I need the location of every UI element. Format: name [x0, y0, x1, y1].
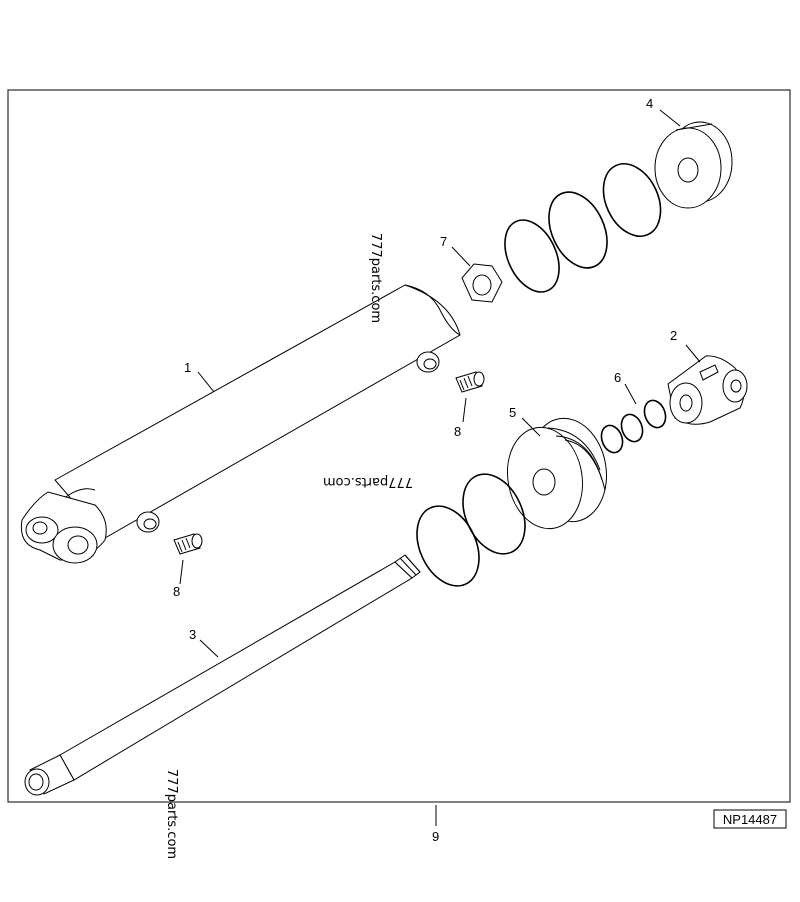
seal [643, 399, 667, 429]
callout-9: 9 [432, 829, 439, 844]
o-ring [602, 163, 662, 237]
callout-2: 2 [670, 328, 677, 343]
callout-5: 5 [509, 405, 516, 420]
watermark-text: 777parts.com [368, 233, 383, 323]
cylinder-barrel [20, 284, 461, 564]
figure-id: NP14487 [723, 812, 777, 827]
callout-7: 7 [440, 234, 447, 249]
diagram-frame [7, 89, 791, 803]
callout-3: 3 [189, 627, 196, 642]
callout-4: 4 [646, 96, 653, 111]
figure-id-box [713, 809, 787, 829]
callout-8-upper: 8 [454, 424, 461, 439]
callout-1: 1 [184, 360, 191, 375]
seal [620, 413, 644, 443]
callout-8-lower: 8 [173, 584, 180, 599]
gland-head [654, 121, 733, 209]
seal [600, 424, 624, 454]
grease-fitting [173, 533, 203, 555]
watermark-text: 777parts.com [323, 474, 413, 489]
rod-clevis [667, 355, 748, 425]
watermark-text: 777parts.com [164, 769, 179, 859]
callout-6: 6 [614, 370, 621, 385]
grease-fitting [455, 371, 485, 393]
lock-nut [461, 263, 503, 303]
o-ring [416, 505, 480, 587]
o-ring [504, 219, 560, 293]
o-ring [548, 191, 608, 269]
piston [507, 417, 607, 530]
leader-lines [179, 109, 701, 826]
piston-rod [24, 554, 421, 796]
